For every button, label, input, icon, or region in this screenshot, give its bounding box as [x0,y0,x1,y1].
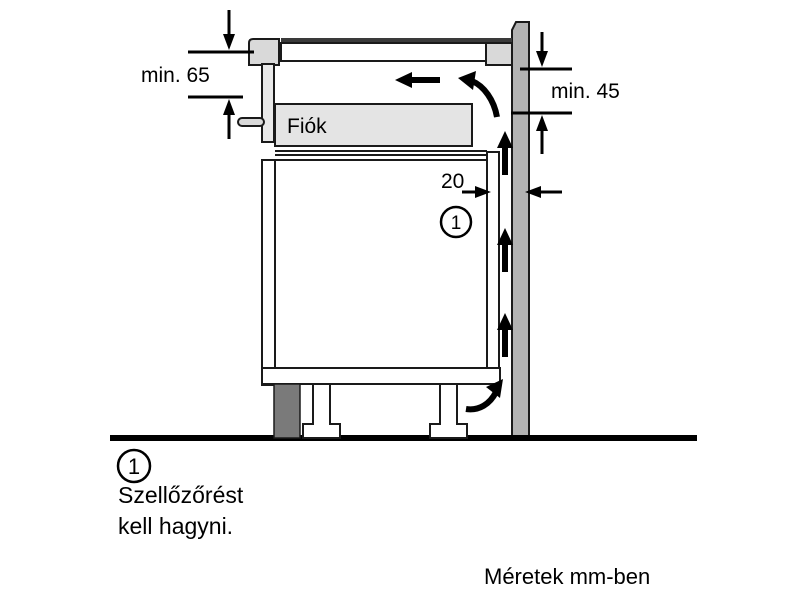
dimension-min-65: min. 65 [141,10,254,139]
cabinet-right-panel [486,151,500,369]
wall [511,21,530,438]
wall-body [511,21,530,438]
cabinet-leg-right [429,383,468,439]
worktop-left-block [248,38,280,66]
dim-label-min-45: min. 45 [551,80,620,103]
worktop-right-block [485,42,513,66]
dim-label-min-65: min. 65 [141,64,210,87]
plinth-and-legs [273,383,468,439]
callout-circle [439,205,473,239]
cabinet-bottom-board [261,367,501,385]
callout-marker-diagram: 1 [439,205,473,239]
arrow-gap-up-1 [497,131,513,175]
dimension-gap-20: 20 [441,170,562,198]
units-note: Méretek mm-ben [484,564,650,589]
drawer-box [274,103,473,147]
arrow-gap-up-2 [497,228,513,272]
legend-callout-number: 1 [128,454,140,479]
arrow-top-curved [458,71,500,118]
airflow-arrows [395,71,513,413]
worktop-surface [281,38,512,43]
dim-label-20: 20 [441,170,464,193]
arrow-gap-up-3 [497,313,513,357]
cooktop-body [280,42,487,62]
worktop-assembly [248,38,513,66]
cabinet-leg-left [302,383,341,439]
legend-line-1: Szellőzőrést [118,482,244,508]
drawer-handle [237,117,265,127]
arrow-top-horizontal [395,72,440,88]
legend-line-2: kell hagyni. [118,513,233,539]
legend-callout-circle [116,448,152,484]
arrow-bottom-curved [465,379,503,413]
legend-block: 1 Szellőzőrést kell hagyni. [116,448,244,539]
cabinet-left-panel-upper [261,63,275,143]
drawer-label: Fiók [287,115,327,138]
callout-number: 1 [451,213,462,234]
cabinet-structure [237,63,501,386]
dimension-min-45: min. 45 [511,32,620,154]
cabinet-cavity [274,159,488,369]
plinth-kickplate [273,383,301,439]
cabinet-left-panel-lower [261,159,277,386]
